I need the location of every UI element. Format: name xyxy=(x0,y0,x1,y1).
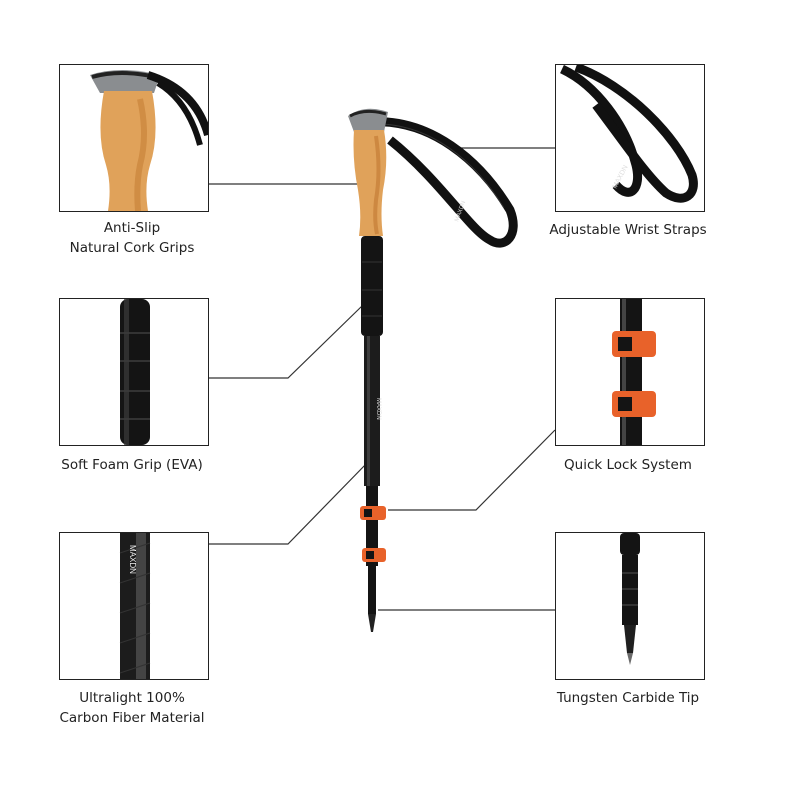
wrist-strap-panel: MAXDN xyxy=(555,64,705,212)
cork-grip-panel xyxy=(59,64,209,212)
quick-lock-closeup xyxy=(612,299,656,445)
carbide-tip-panel xyxy=(555,532,705,680)
leader-line-foam xyxy=(206,305,363,379)
leader-line-lock xyxy=(388,429,556,511)
wrist-strap-closeup: MAXDN xyxy=(559,65,698,203)
foam-grip-closeup xyxy=(120,299,150,445)
caption-foam-grip: Soft Foam Grip (EVA) xyxy=(61,457,203,473)
quick-lock-upper xyxy=(360,506,386,520)
lower-shaft xyxy=(368,566,376,614)
grip-top-cap xyxy=(348,108,388,132)
caption-carbide-tip: Tungsten Carbide Tip xyxy=(556,690,700,706)
caption-cork-grips: Anti-Slip Natural Cork Grips xyxy=(69,220,195,256)
wrist-strap xyxy=(369,117,518,248)
shaft-print: MAXDN xyxy=(375,398,381,420)
carbon-fiber-closeup: MAXDN xyxy=(119,533,151,679)
cork-grip xyxy=(353,130,387,236)
foam-grip xyxy=(361,236,383,336)
caption-carbon-fiber: Ultralight 100% Carbon Fiber Material xyxy=(59,690,205,726)
carbide-tip-closeup xyxy=(620,533,640,665)
leader-line-carbon xyxy=(206,461,369,545)
quick-lock-panel xyxy=(555,298,705,446)
carbon-fiber-panel: MAXDN xyxy=(59,532,209,680)
caption-wrist-straps: Adjustable Wrist Straps xyxy=(549,222,707,238)
foam-grip-panel xyxy=(59,298,209,446)
pole-tip xyxy=(368,614,376,632)
cork-grip-closeup xyxy=(90,70,208,211)
caption-quick-lock: Quick Lock System xyxy=(564,457,692,473)
svg-text:MAXDN: MAXDN xyxy=(128,545,137,574)
